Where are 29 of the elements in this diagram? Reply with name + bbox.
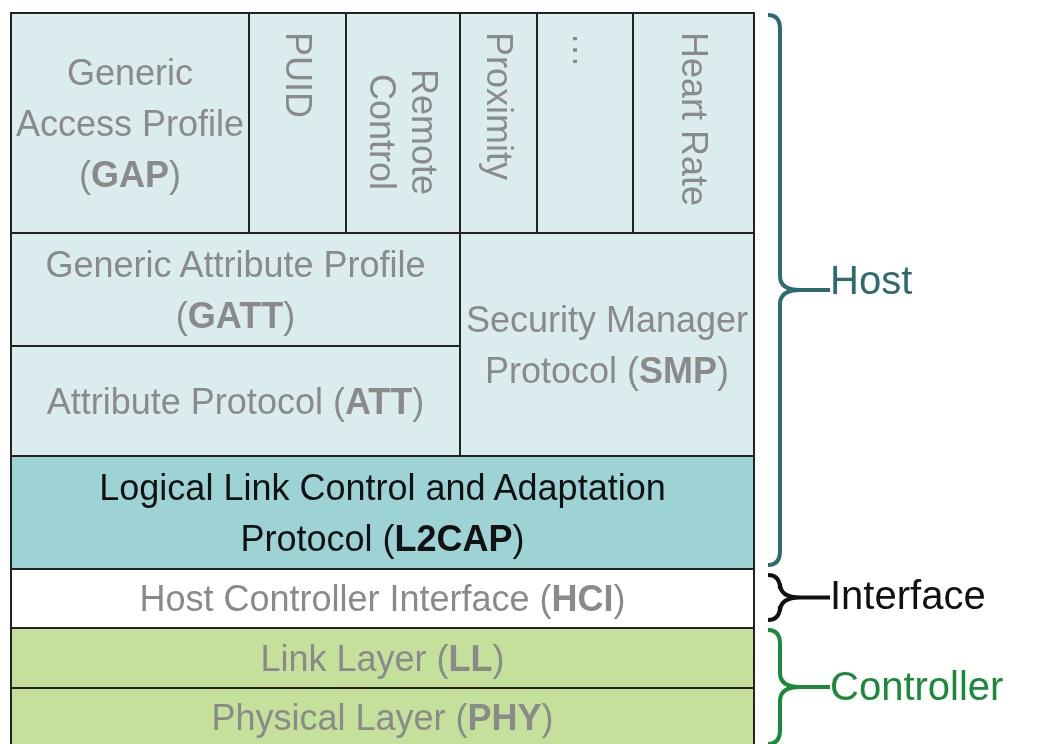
profile-box: [10, 12, 250, 234]
layer-name: Host Controller Interface (HCI): [139, 577, 626, 621]
layer-box: [10, 345, 461, 457]
group-label: Interface: [830, 573, 986, 618]
layer-name: Heart Rate: [672, 32, 715, 207]
layer-name: …: [564, 32, 606, 68]
group-label: Controller: [830, 664, 1004, 709]
layer-box: [10, 568, 755, 629]
layer-box: [10, 455, 755, 570]
layer-name: PUID: [276, 32, 319, 118]
layer-name: Proximity: [477, 32, 520, 180]
layer-name: Physical Layer (PHY): [211, 695, 554, 740]
layer-name: Link Layer (LL): [260, 636, 505, 681]
layer-name: Remote Control: [361, 67, 445, 198]
profile-box: [248, 12, 347, 234]
group-label: Host: [830, 258, 913, 303]
layer-box: [10, 232, 461, 347]
layer-name: Attribute Protocol (ATT): [46, 379, 425, 424]
layer-name: Logical Link Control and Adaptation Protocol (L2CAP): [98, 465, 667, 561]
profile-box: [536, 12, 634, 234]
layer-name: Security Manager Protocol (SMP): [464, 297, 750, 393]
layer-name: Generic Attribute Profile (GATT): [44, 242, 427, 338]
layer-box: [459, 232, 755, 457]
layer-name: Generic Access Profile (GAP): [14, 50, 246, 197]
profile-box: [459, 12, 538, 234]
layer-box: [10, 627, 755, 689]
layer-box: [10, 687, 755, 744]
profile-box: [632, 12, 755, 234]
profile-box: [345, 12, 461, 234]
